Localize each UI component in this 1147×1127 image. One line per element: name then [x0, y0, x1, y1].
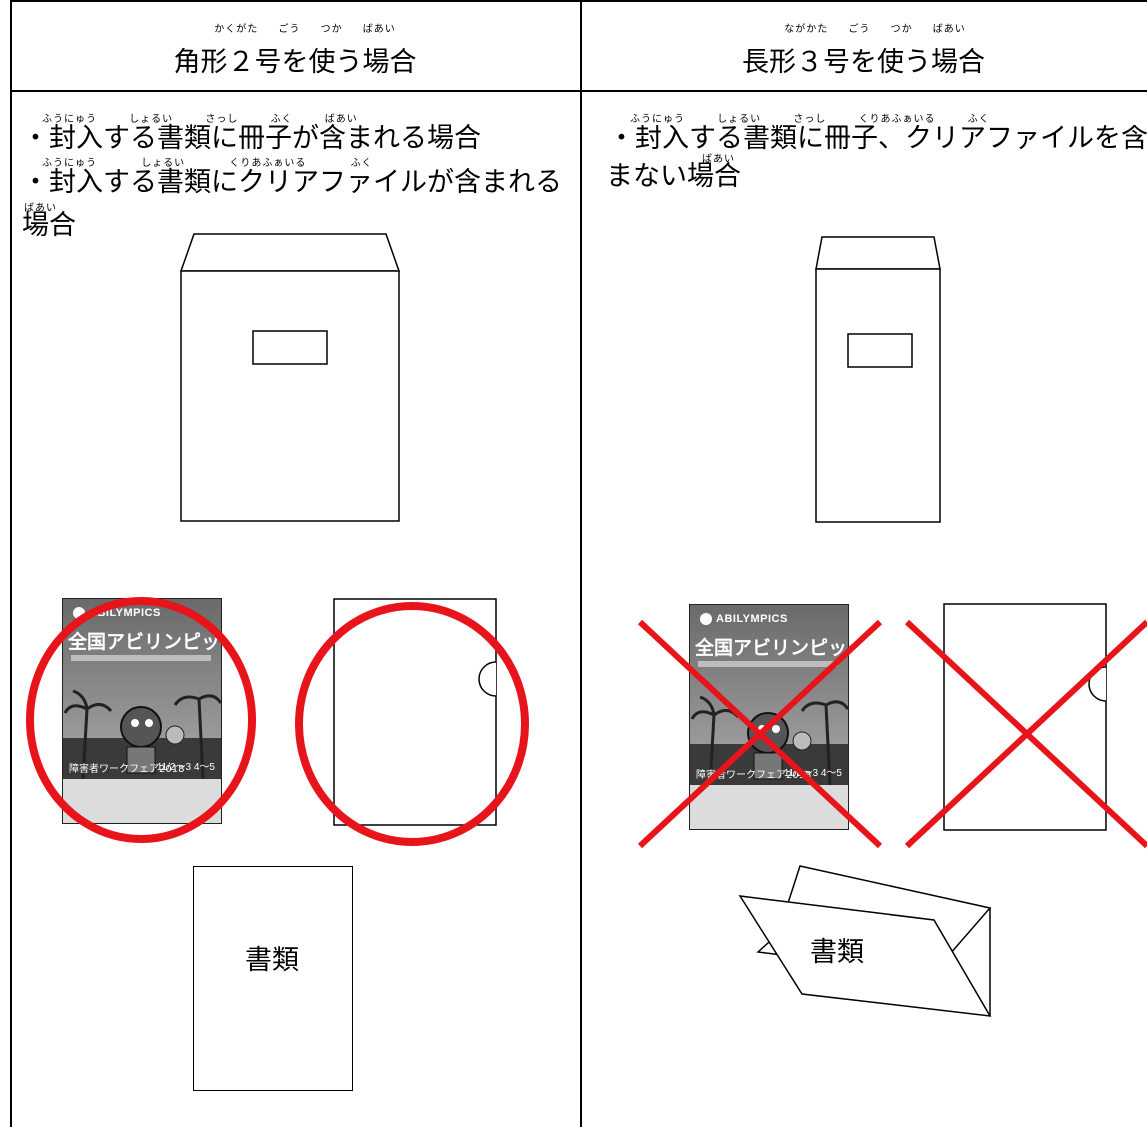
table-center-divider	[580, 0, 582, 1127]
right-bullet-2: まない場合	[606, 161, 741, 192]
left-bullet1-ruby: ふうにゅう しょるい さっし ふく ばあい	[42, 114, 358, 125]
right-document-label: 書類	[810, 937, 864, 968]
right-bullet1-ruby: ふうにゅう しょるい さっし くりあふぁいる ふく	[630, 114, 990, 125]
table-header-divider	[10, 90, 1147, 92]
left-bullet3-ruby: ばあい	[24, 203, 57, 214]
right-header: ながかた ごう つか ばあい 長形３号を使う場合	[580, 14, 1147, 90]
left-header: かくがた ごう つか ばあい 角形２号を使う場合	[10, 14, 580, 90]
left-bullet-3: 場合	[22, 210, 76, 241]
left-bullet2-ruby: ふうにゅう しょるい くりあふぁいる ふく	[42, 158, 373, 169]
right-header-title: 長形３号を使う場合	[742, 47, 985, 78]
left-document-label: 書類	[245, 945, 299, 976]
brochure-image: ABILYMPICS 全国アビリンピック 障害者ワークフェア2018 11/2〜…	[62, 598, 222, 824]
reject-cross-file-icon	[904, 619, 1147, 849]
left-bullet-2: ・封入する書類にクリアファイルが含まれる	[22, 167, 562, 198]
table-top-border	[10, 0, 1147, 2]
brochure-fair-text: 障害者ワークフェア2018	[69, 764, 185, 775]
left-bullet-1: ・封入する書類に冊子が含まれる場合	[22, 123, 481, 154]
left-header-ruby: かくがた ごう つか ばあい	[214, 24, 396, 35]
folded-document-icon	[738, 865, 992, 1017]
left-header-title: 角形２号を使う場合	[173, 47, 417, 78]
accept-circle-brochure-icon	[26, 597, 256, 843]
clear-file-icon	[333, 598, 497, 826]
flat-document	[193, 866, 353, 1091]
brochure-image-rejected: ABILYMPICS 全国アビリンピック 障害者ワークフェア2018 11/2〜…	[689, 604, 849, 830]
clear-file-icon-rejected	[943, 603, 1107, 831]
accept-circle-file-icon	[295, 602, 529, 846]
right-header-ruby: ながかた ごう つか ばあい	[784, 24, 966, 35]
right-bullet-1: ・封入する書類に冊子、クリアファイルを含	[608, 125, 1147, 152]
large-envelope-icon	[180, 233, 400, 522]
table-left-border	[10, 0, 12, 1127]
reject-cross-brochure-icon	[637, 619, 883, 849]
right-bullet2-ruby: ばあい	[702, 154, 735, 165]
brochure-title: 全国アビリンピック	[68, 631, 222, 653]
brochure-date: 11/2〜3 4〜5	[156, 762, 215, 773]
long-envelope-icon	[815, 236, 941, 523]
